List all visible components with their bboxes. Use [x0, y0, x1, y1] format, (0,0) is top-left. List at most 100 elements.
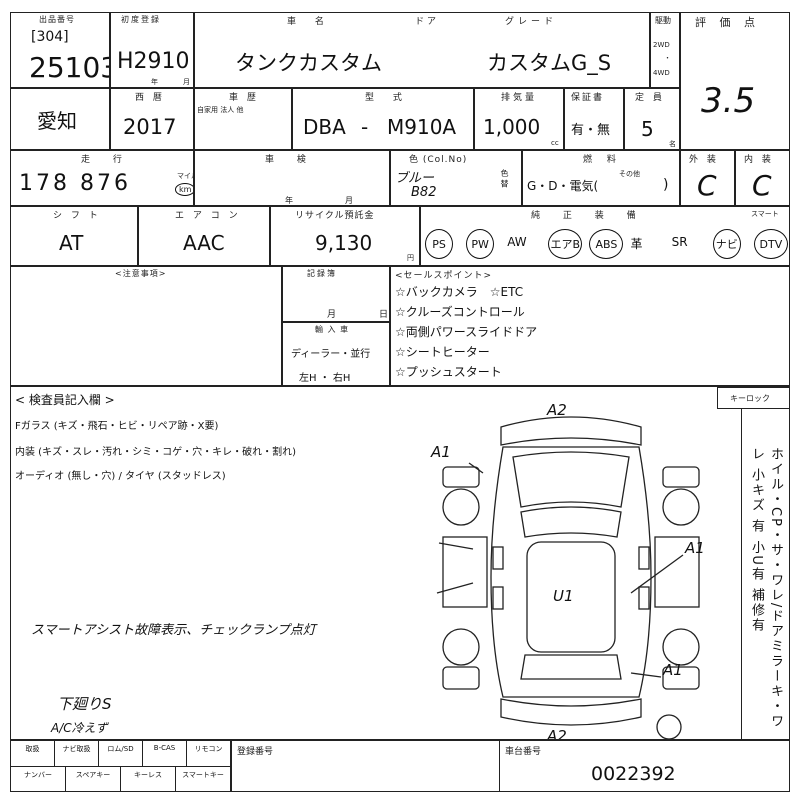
- body-outline: [490, 446, 652, 698]
- record-cell: 記録簿 月 日: [282, 266, 390, 322]
- handwritten-note-1: スマートアシスト故障表示、チェックランプ点灯: [31, 623, 316, 638]
- venue-code: [304]: [31, 29, 69, 45]
- shift-value: AT: [59, 231, 84, 255]
- footer-check-item: B-CAS: [143, 741, 187, 767]
- color-handwritten: ブルー: [395, 171, 435, 186]
- grade-label: グレード: [505, 17, 558, 27]
- aircon-value: AAC: [183, 231, 225, 255]
- first-reg-value: H2910: [117, 49, 190, 74]
- equipment-item: PW: [466, 229, 495, 259]
- left-rear-pillar: [492, 586, 504, 610]
- history-label: 車 歴: [229, 93, 259, 103]
- sales-point-item: ☆両側パワースライドドア: [395, 325, 538, 339]
- exterior-cell: 外 装 C: [680, 150, 735, 206]
- equipment-item: ナビ: [712, 229, 741, 259]
- venue-label: 出品番号: [39, 15, 75, 24]
- displacement-value: 1,000: [483, 115, 541, 139]
- mark-a2-rear: A2: [546, 727, 567, 740]
- rear-bumper: [500, 698, 642, 726]
- right-doors: [654, 536, 700, 608]
- footer-check-item: ナンバー: [11, 767, 66, 791]
- history-note: 自家用 法人 他: [197, 106, 244, 114]
- year-cell: 西 暦 2017: [110, 88, 194, 150]
- chassis-number: 0022392: [591, 763, 676, 785]
- grade-value: カスタムG_S: [487, 51, 612, 75]
- footer-check-item: スマートキー: [176, 767, 231, 791]
- interior-line: 内装 (キズ・スレ・汚れ・シミ・コゲ・穴・キレ・破れ・割れ): [15, 447, 296, 458]
- import-label: 輸 入 車: [315, 325, 350, 334]
- mileage-label: 走 行: [81, 155, 132, 165]
- color-label: 色 (Col.No): [409, 155, 468, 165]
- record-label: 記録簿: [307, 269, 337, 278]
- recycle-cell: リサイクル預託金 9,130 円: [270, 206, 420, 266]
- drive-dot: ・: [664, 54, 671, 62]
- fuel-close: ): [663, 177, 669, 193]
- wheel-rear-left: [442, 628, 480, 666]
- equipment-item: SR: [671, 235, 688, 249]
- exterior-label: 外 装: [689, 155, 719, 165]
- left-mirror: [492, 546, 504, 570]
- windshield: [520, 506, 622, 538]
- rear-window: [520, 654, 622, 680]
- right-mirror: [638, 546, 650, 570]
- side-notes: ホイル・CP・サ・ワレ/ドアミラーキ・ワレ 小キズ 有 小U有 補修有: [749, 447, 783, 730]
- recycle-label: リサイクル預託金: [295, 211, 375, 221]
- sales-point-item: ☆シートヒーター: [395, 345, 490, 359]
- footer-checklist-bottom: ナンバースペアキーキーレススマートキー: [11, 767, 231, 791]
- recycle-yen: 円: [407, 254, 414, 262]
- fuel-other: その他: [619, 170, 640, 178]
- fuel-value: G・D・電気(: [527, 179, 599, 193]
- pointer-a2-left: [436, 582, 474, 594]
- key-label: スマート: [751, 210, 779, 218]
- drive-4wd: 4WD: [653, 69, 670, 77]
- warranty-label: 保証書: [571, 93, 605, 103]
- equipment-item: ABS: [589, 229, 624, 259]
- door-label: ドア: [415, 17, 440, 27]
- pointer-a1-left: [438, 542, 474, 550]
- car-damage-diagram: A2 A1 A1 A2 A1 U1 A1 A2: [430, 401, 705, 740]
- model-label: 型 式: [365, 93, 410, 103]
- aircon-cell: エ ア コ ン AAC: [138, 206, 270, 266]
- lot-number: 25103: [29, 51, 110, 84]
- interior-cell: 内 装 C: [735, 150, 790, 206]
- score-label: 評 価 点: [695, 16, 760, 29]
- sales-label: <セールスポイント>: [395, 271, 493, 281]
- model-prefix: DBA: [303, 115, 346, 139]
- mark-a1-right: A1: [684, 539, 705, 557]
- footer-check-item: 取扱: [11, 741, 55, 767]
- pointer-a1-top: [468, 462, 484, 474]
- footer-divider-1: [231, 741, 232, 791]
- wheel-front-right: [662, 488, 700, 526]
- interior-grade: C: [752, 169, 772, 202]
- roof: [526, 541, 616, 653]
- warranty-value: 有・無: [571, 123, 611, 138]
- shift-label: シ フ ト: [53, 211, 101, 221]
- footer-check-item: キーレス: [121, 767, 176, 791]
- sales-point-item: ☆プッシュスタート: [395, 365, 502, 379]
- warranty-cell: 保証書 有・無: [564, 88, 624, 150]
- displacement-label: 排気量: [501, 93, 538, 103]
- drive-label: 駆動: [655, 16, 671, 25]
- reg-label: 登録番号: [237, 747, 274, 757]
- equipment-item: DTV: [753, 229, 788, 259]
- first-reg-year-suffix: 年: [151, 78, 158, 86]
- equipment-item: PS: [425, 229, 453, 259]
- car-name: タンクカスタム: [235, 51, 382, 75]
- mileage-mile: マイル: [177, 172, 193, 180]
- capacity-unit: 名: [669, 140, 676, 148]
- mileage-cell: 走 行 178 876 マイル km: [10, 150, 194, 206]
- mileage-value: 178 876: [19, 171, 131, 196]
- sales-points-cell: <セールスポイント> ☆バックカメラ ☆ETC☆クルーズコントロール☆両側パワー…: [390, 266, 790, 386]
- footer-check-item: ナビ取扱: [55, 741, 99, 767]
- fuel-label: 燃 料: [583, 155, 622, 165]
- recycle-value: 9,130: [315, 231, 373, 255]
- pointer-a1-right: [630, 554, 684, 594]
- first-reg-month-suffix: 月: [183, 78, 190, 86]
- sales-point-item: ☆クルーズコントロール: [395, 305, 525, 319]
- caution-label: <注意事項>: [115, 269, 167, 278]
- lot-cell: 出品番号 [304] 25103: [10, 12, 110, 88]
- glass-line: Fガラス (キズ・飛石・ヒビ・リペア跡・X要): [15, 421, 219, 432]
